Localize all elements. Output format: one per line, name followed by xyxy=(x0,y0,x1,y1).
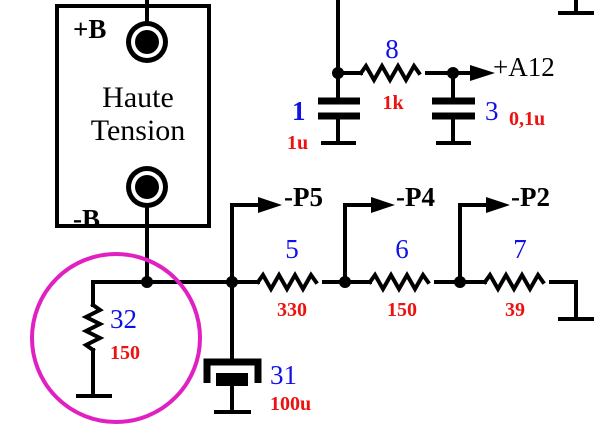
r7-value: 39 xyxy=(505,299,525,321)
arrow-p5-icon xyxy=(258,197,282,213)
output-p5-label: -P5 xyxy=(284,182,323,212)
resistor-7-icon[interactable] xyxy=(482,270,546,294)
wire-p2-tap xyxy=(458,203,492,284)
c31-value: 100u xyxy=(270,393,311,415)
power-supply-title-2: Tension xyxy=(91,114,186,147)
r7-ref: 7 xyxy=(513,234,527,264)
arrow-a12-icon xyxy=(470,65,495,81)
wire-p4-tap xyxy=(343,203,377,284)
r6-ref: 6 xyxy=(395,234,409,264)
resistor-32-icon[interactable] xyxy=(81,302,105,353)
wire-r32 xyxy=(91,280,149,307)
r32-ref: 32 xyxy=(110,304,137,334)
resistor-6-icon[interactable] xyxy=(367,270,431,294)
output-a12-label: +A12 xyxy=(493,52,555,82)
plus-b-jack-icon[interactable] xyxy=(126,21,168,63)
output-p4-label: -P4 xyxy=(396,182,435,212)
power-supply-title-1: Haute xyxy=(102,81,174,114)
r5-value: 330 xyxy=(277,299,307,321)
resistor-5-icon[interactable] xyxy=(255,270,319,294)
minus-b-jack-icon[interactable] xyxy=(126,166,168,208)
minus-b-label: -B xyxy=(73,204,100,234)
c3-ref: 3 xyxy=(485,96,499,126)
wire-p5-tap xyxy=(230,203,264,284)
c1-value: 1u xyxy=(287,132,308,154)
c1-ref: 1 xyxy=(292,96,306,126)
capacitor-31-body-icon[interactable] xyxy=(216,373,248,386)
c3-value: 0,1u xyxy=(509,108,545,130)
power-supply-outline xyxy=(55,4,211,228)
r6-value: 150 xyxy=(387,299,417,321)
capacitor-31-plate-icon[interactable] xyxy=(203,358,262,383)
r32-value: 150 xyxy=(110,342,140,364)
resistor-8-icon[interactable] xyxy=(358,61,422,85)
c31-ref: 31 xyxy=(270,360,297,390)
r8-ref: 8 xyxy=(385,34,399,64)
r8-value: 1k xyxy=(382,92,404,114)
wire-r7-ground xyxy=(549,280,578,320)
arrow-p2-icon xyxy=(486,197,510,213)
power-supply-box: +B Haute Tension -B xyxy=(55,0,211,234)
r5-ref: 5 xyxy=(285,234,299,264)
plus-b-label: +B xyxy=(73,14,106,44)
arrow-p4-icon xyxy=(371,197,395,213)
output-p2-label: -P2 xyxy=(511,182,550,212)
highlight-circle xyxy=(30,252,202,424)
